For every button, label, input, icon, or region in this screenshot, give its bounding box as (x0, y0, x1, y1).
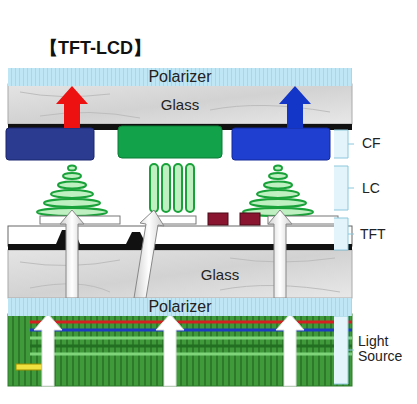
glass-plate: Glass (8, 250, 352, 298)
blue-filter (232, 128, 330, 160)
tft-element (208, 213, 228, 225)
glass-plate: Glass (8, 84, 352, 124)
diagram-title: 【TFT-LCD】 (40, 36, 151, 60)
lamp (16, 364, 42, 370)
green-filter (118, 126, 222, 158)
layer-label: LC (362, 181, 380, 196)
backlight-arrow (60, 210, 292, 298)
red-light-arrow (56, 86, 88, 128)
tft-layer (8, 226, 352, 246)
glass-plate (8, 250, 352, 298)
backlight-unit (8, 314, 352, 386)
electrode (40, 216, 338, 224)
node-label: Glass (201, 267, 239, 282)
blue-light-arrow (279, 86, 311, 128)
polarizer-band: Polarizer (8, 298, 352, 316)
layer-label: TFT (360, 227, 386, 242)
blue-filter (6, 128, 94, 160)
node-label: Glass (161, 97, 199, 112)
liquid-crystal (37, 164, 313, 216)
tft-base (8, 244, 352, 250)
polarizer-band: Polarizer (8, 68, 352, 86)
backlight-layers (30, 322, 352, 354)
tft-element (240, 213, 260, 225)
layer-label: CF (362, 136, 381, 151)
backlight-arrow (34, 314, 304, 386)
layer-label: Light Source (358, 334, 412, 363)
node-label: Polarizer (148, 69, 211, 85)
layer-bracket (334, 130, 354, 384)
node-label: Polarizer (148, 299, 211, 315)
